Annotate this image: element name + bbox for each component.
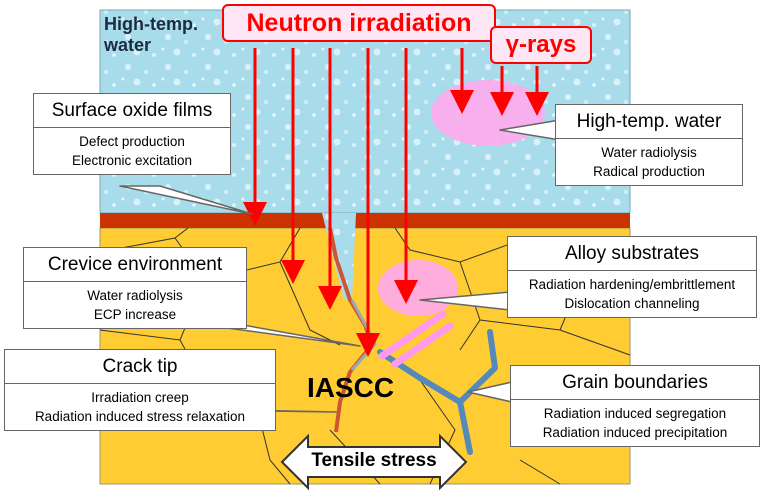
water-region-line-1: High-temp. bbox=[104, 14, 198, 34]
callout-title: Alloy substrates bbox=[508, 237, 756, 271]
callout-line: Water radiolysis bbox=[87, 288, 183, 303]
callout-high-temp-water: High-temp. water Water radiolysis Radica… bbox=[555, 104, 743, 186]
tensile-stress-arrow bbox=[280, 433, 468, 491]
callout-line: Radiation induced precipitation bbox=[542, 425, 728, 440]
iascc-label: IASCC bbox=[307, 372, 395, 403]
callout-title: Crack tip bbox=[5, 350, 275, 384]
callout-line: Defect production bbox=[79, 134, 185, 149]
gamma-box: γ-rays bbox=[490, 26, 592, 64]
callout-line: Electronic excitation bbox=[71, 153, 193, 168]
gamma-arrows bbox=[490, 66, 549, 116]
alloy-damage-zone bbox=[378, 260, 458, 316]
grain-boundary-path bbox=[377, 329, 498, 455]
callout-line: Radiation induced stress relaxation bbox=[34, 409, 246, 424]
callout-title: Grain boundaries bbox=[511, 366, 759, 400]
callout-alloy: Alloy substrates Radiation hardening/emb… bbox=[507, 236, 757, 318]
callout-line: Irradiation creep bbox=[91, 390, 189, 405]
callout-surface-oxide: Surface oxide films Defect production El… bbox=[33, 93, 231, 175]
neutron-arrows bbox=[243, 48, 474, 357]
callout-crack-tip: Crack tip Irradiation creep Radiation in… bbox=[4, 349, 276, 431]
callout-line: ECP increase bbox=[93, 307, 177, 322]
callout-line: Dislocation channeling bbox=[564, 296, 700, 311]
callout-grain-boundaries: Grain boundaries Radiation induced segre… bbox=[510, 365, 760, 447]
gamma-label: γ-rays bbox=[505, 31, 577, 58]
dislocation-channels bbox=[378, 310, 454, 368]
water-radiolysis-zone bbox=[431, 80, 545, 146]
tensile-stress-label: Tensile stress bbox=[311, 450, 437, 471]
oxide-layer bbox=[100, 213, 630, 228]
water-region-label: High-temp. water bbox=[104, 14, 198, 56]
callout-line: Radiation hardening/embrittlement bbox=[528, 277, 736, 292]
water-region-line-2: water bbox=[104, 35, 152, 55]
callout-line: Radiation induced segregation bbox=[543, 406, 727, 421]
callout-crevice: Crevice environment Water radiolysis ECP… bbox=[23, 247, 247, 329]
neutron-banner: Neutron irradiation bbox=[222, 4, 496, 42]
callout-line: Water radiolysis bbox=[601, 145, 697, 160]
callout-title: High-temp. water bbox=[556, 105, 742, 139]
callout-title: Surface oxide films bbox=[34, 94, 230, 128]
callout-title: Crevice environment bbox=[24, 248, 246, 282]
callout-line: Radical production bbox=[593, 164, 705, 179]
neutron-label: Neutron irradiation bbox=[246, 9, 472, 37]
